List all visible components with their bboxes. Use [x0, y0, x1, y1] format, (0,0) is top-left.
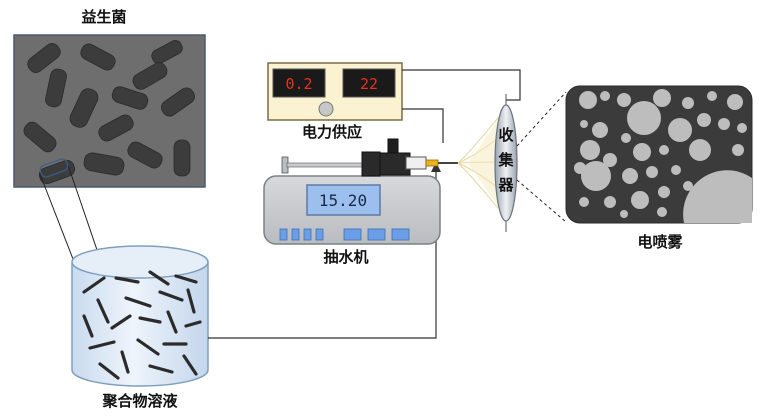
pump-screen — [306, 184, 381, 216]
polymer-beaker — [71, 245, 209, 387]
power-knob — [318, 101, 334, 117]
collector-label-char2: 集 — [497, 151, 514, 169]
spray-cone — [457, 117, 499, 209]
current-display — [342, 68, 396, 98]
collector — [494, 94, 518, 232]
power-supply: 0.2 22 — [267, 62, 403, 121]
collector-label-char1: 收 — [498, 126, 513, 144]
voltage-display — [272, 68, 326, 98]
power-display-left: 0.2 — [285, 75, 312, 93]
power-wires — [402, 69, 521, 143]
zoom-lines-spray — [516, 91, 567, 223]
probiotic-micrograph — [13, 34, 206, 188]
suspended-fibers — [82, 270, 202, 380]
bacteria-rods — [23, 40, 195, 185]
power-supply-label: 电力供应 — [302, 123, 362, 141]
pump-display: 15.20 — [319, 191, 367, 210]
syringe — [281, 138, 458, 177]
syringe-pump: 15.20 — [263, 175, 441, 245]
power-display-right: 22 — [360, 75, 378, 93]
electrospray-label: 电喷雾 — [637, 233, 683, 251]
pump-label: 抽水机 — [323, 248, 368, 266]
polymer-solution-label: 聚合物溶液 — [101, 392, 178, 410]
probiotic-label: 益生菌 — [81, 8, 126, 26]
electrospray-micrograph — [565, 85, 753, 224]
pump-buttons — [279, 228, 410, 241]
particles — [574, 89, 752, 223]
feed-arrowhead — [431, 162, 441, 172]
collector-label-char3: 器 — [497, 176, 514, 194]
